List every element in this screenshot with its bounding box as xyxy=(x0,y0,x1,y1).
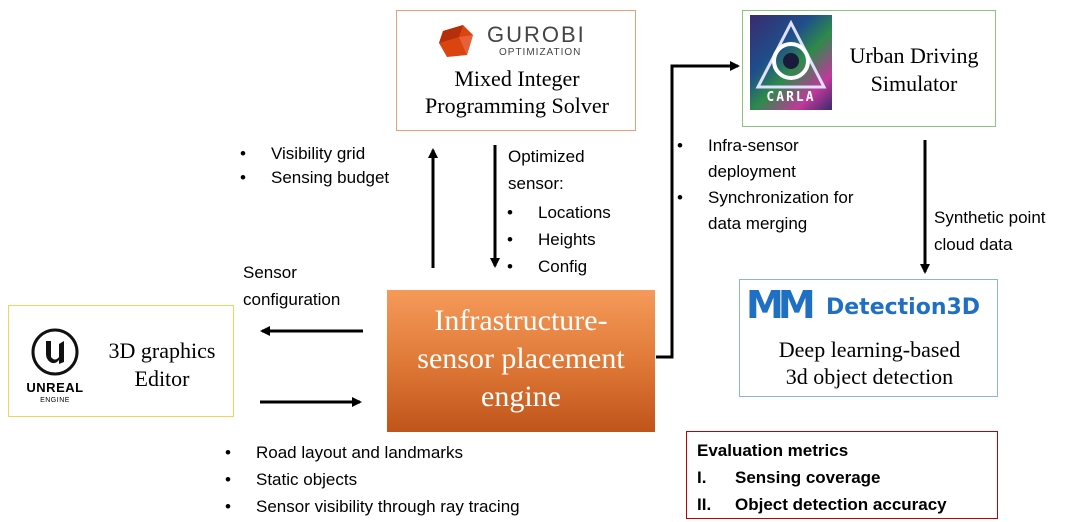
unreal-title-line1: 3D graphics xyxy=(108,338,216,363)
engine-title-line3: engine xyxy=(481,380,561,413)
sensor-config-label-line2: configuration xyxy=(243,290,341,309)
list-item: Config xyxy=(504,253,611,280)
solver-outputs-list: Locations Heights Config xyxy=(504,199,611,280)
unreal-logo-text: UNREAL xyxy=(26,380,84,395)
mmdet-logo-text: Detection3D xyxy=(826,295,981,320)
engine-title-line2: sensor placement xyxy=(417,342,625,375)
arrow-engine-to-simulator xyxy=(656,61,740,359)
solver-outputs-heading-line1: Optimized xyxy=(508,147,585,166)
metrics-title: Evaluation metrics xyxy=(697,441,849,460)
solver-outputs-heading-line2: sensor: xyxy=(508,174,564,193)
unreal-logo-icon xyxy=(31,328,79,376)
unreal-title-line2: Editor xyxy=(134,366,190,391)
gurobi-title-line2: Programming Solver xyxy=(425,93,609,118)
list-item: Infra-sensor deployment xyxy=(674,133,884,185)
gurobi-logo-text: GUROBI xyxy=(487,22,586,47)
editor-outputs-list: Road layout and landmarks Static objects… xyxy=(222,439,520,520)
unreal-logo-sub: ENGINE xyxy=(40,397,70,404)
list-item: Visibility grid xyxy=(237,142,389,166)
carla-logo-icon: CARLA xyxy=(750,15,832,110)
list-item: Static objects xyxy=(222,466,520,493)
evaluation-metrics-box: Evaluation metrics I. Sensing coverage I… xyxy=(686,431,998,519)
list-item: Sensing budget xyxy=(237,166,389,190)
point-cloud-label-line1: Synthetic point xyxy=(934,208,1046,227)
gurobi-title-line1: Mixed Integer xyxy=(454,66,580,91)
list-item: Heights xyxy=(504,226,611,253)
carla-simulator-box: CARLA Urban Driving Simulator xyxy=(742,10,996,127)
list-item: Sensor visibility through ray tracing xyxy=(222,493,520,520)
point-cloud-label-line2: cloud data xyxy=(934,235,1013,254)
carla-title-line1: Urban Driving xyxy=(849,43,979,68)
list-item: Locations xyxy=(504,199,611,226)
mmdet-title-line1: Deep learning-based xyxy=(778,337,961,362)
list-item: Synchronization for data merging xyxy=(674,185,884,237)
gurobi-logo-icon xyxy=(439,25,473,57)
mmdet-logo-icon: MM xyxy=(746,283,816,327)
metrics-item-num: II. xyxy=(697,495,712,514)
carla-title-line2: Simulator xyxy=(870,71,958,96)
metrics-item-num: I. xyxy=(697,468,707,487)
gurobi-solver-box: GUROBI OPTIMIZATION Mixed Integer Progra… xyxy=(396,10,636,131)
placement-engine-box: Infrastructure- sensor placement engine xyxy=(387,290,655,432)
simulator-inputs-list: Infra-sensor deployment Synchronization … xyxy=(674,133,884,237)
mmdetection3d-box: MM Detection3D Deep learning-based 3d ob… xyxy=(739,279,998,397)
solver-inputs-list: Visibility grid Sensing budget xyxy=(237,142,389,190)
carla-logo-text: CARLA xyxy=(766,90,816,105)
sensor-config-label-line1: Sensor xyxy=(243,263,297,282)
mmdet-title-line2: 3d object detection xyxy=(785,364,954,389)
metrics-item-label: Object detection accuracy xyxy=(735,495,947,514)
metrics-item-label: Sensing coverage xyxy=(735,468,881,487)
gurobi-logo-sub: OPTIMIZATION xyxy=(499,47,582,58)
unreal-editor-box: UNREAL ENGINE 3D graphics Editor xyxy=(8,305,234,417)
engine-title-line1: Infrastructure- xyxy=(434,304,608,337)
list-item: Road layout and landmarks xyxy=(222,439,520,466)
